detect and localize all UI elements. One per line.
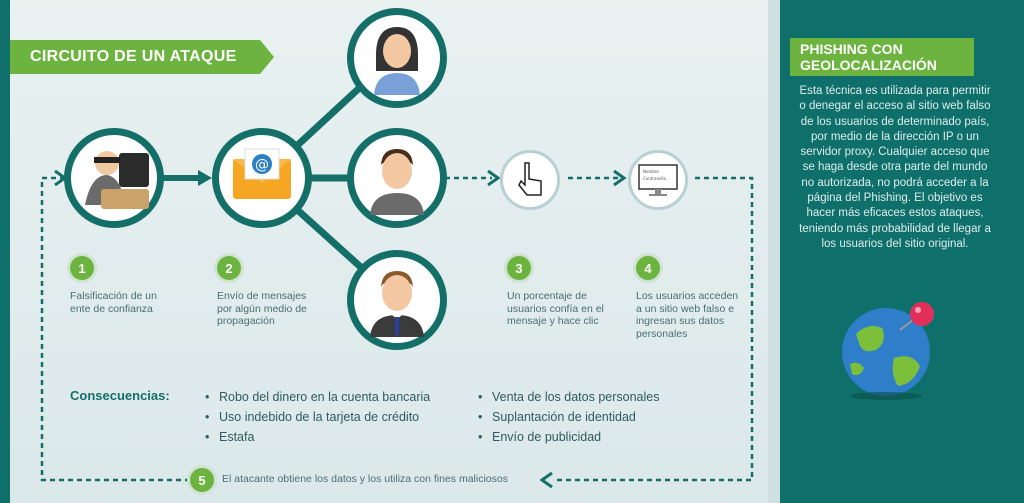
step-text-5: El atacante obtiene los datos y los util… [222,473,508,485]
screen-label-2: Contraseña [643,176,667,181]
step-text-1: Falsificación de un ente de confianza [70,290,157,315]
consequences-list-1: Robo del dinero en la cuenta bancaria Us… [205,387,430,447]
return-loop-left [40,176,190,482]
list-item: Envío de publicidad [478,427,659,447]
user-circle-1 [347,8,447,108]
arrow-head-return [539,471,553,489]
woman-user-icon [374,27,420,95]
page-title: CIRCUITO DE UN ATAQUE [10,40,274,74]
return-loop-right [555,176,754,482]
email-circle: @ [212,128,312,228]
sidebar-title-line-2: GEOLOCALIZACIÓN [800,57,937,73]
list-item: Suplantación de identidad [478,407,659,427]
sidebar-title: PHISHING CON GEOLOCALIZACIÓN [790,38,974,76]
step-text-3: Un porcentaje de usuarios confía en el m… [507,290,604,327]
step-number-1: 1 [70,256,94,280]
list-item: Estafa [205,427,430,447]
hacker-icon [85,151,149,209]
list-item: Venta de los datos personales [478,387,659,407]
man-user-icon [370,149,424,215]
screen-label-1: Nombre [643,169,659,174]
sidebar-panel [780,0,1012,503]
step-text-4: Los usuarios acceden a un sitio web fals… [636,290,739,340]
list-item: Uso indebido de la tarjeta de crédito [205,407,430,427]
arrow-head-3 [487,169,501,187]
step-number-3: 3 [507,256,531,280]
sidebar-title-line-1: PHISHING CON [800,41,903,57]
step-text-2: Envío de mensajes por algún medio de pro… [217,290,307,327]
arrow-head-4 [613,169,627,187]
svg-text:@: @ [255,157,269,173]
consequences-list-2: Venta de los datos personales Suplantaci… [478,387,659,447]
hand-cursor-icon [518,162,542,196]
step-number-2: 2 [217,256,241,280]
businessman-user-icon [370,271,424,337]
left-edge [0,0,10,503]
list-item: Robo del dinero en la cuenta bancaria [205,387,430,407]
website-circle: Nombre Contraseña [628,150,688,210]
email-icon: @ [233,148,291,199]
click-circle [500,150,560,210]
globe-icon [842,302,934,400]
right-edge [1012,0,1024,503]
user-circle-2 [347,128,447,228]
user-circle-3 [347,250,447,350]
monitor-icon: Nombre Contraseña [638,164,678,196]
consequences-label: Consecuencias: [70,388,170,403]
step-number-4: 4 [636,256,660,280]
map-pin-icon [899,302,934,331]
arrow-head-1-2 [198,170,212,186]
step-number-5: 5 [190,468,214,492]
attacker-circle [64,128,164,228]
sidebar-body: Esta técnica es utilizada para permitir … [799,85,991,250]
